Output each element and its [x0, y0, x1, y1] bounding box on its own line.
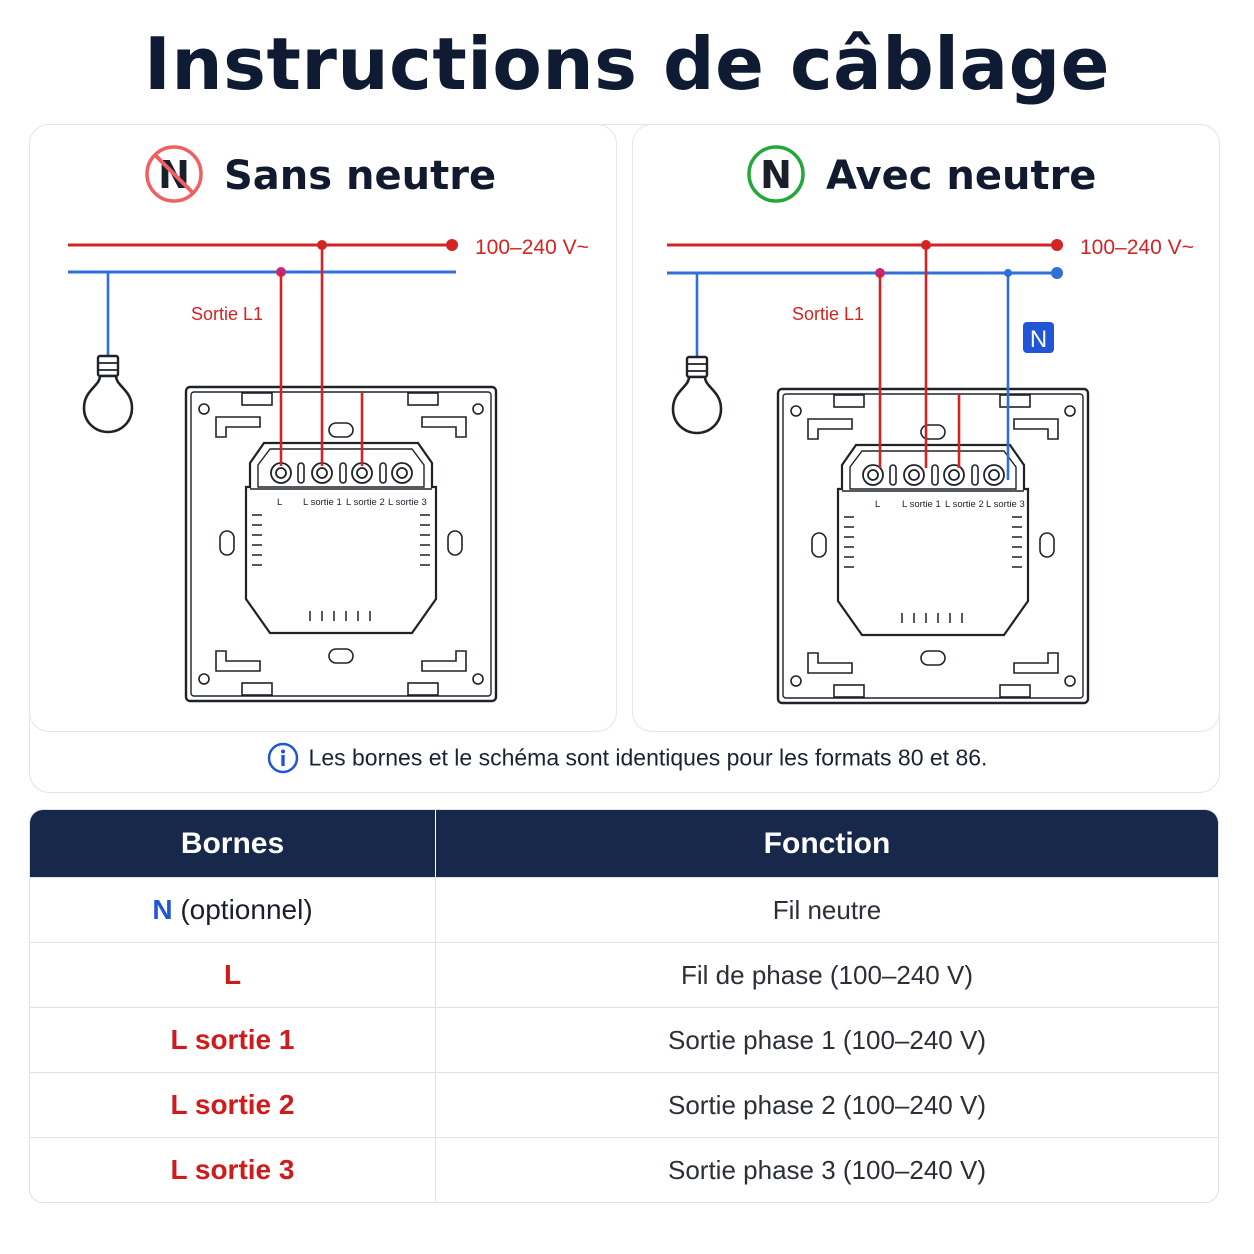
left-terminal-l2: L sortie 2	[346, 497, 385, 508]
left-voltage-label: 100–240 V~	[475, 236, 589, 259]
function-cell: Sortie phase 3 (100–240 V)	[436, 1137, 1218, 1202]
terminal-l: L	[223, 959, 242, 990]
function-cell: Fil neutre	[436, 877, 1218, 942]
header-function: Fonction	[436, 810, 1218, 877]
page-title: Instructions de câblage	[144, 22, 1110, 106]
terminal-l1: L sortie 1	[170, 1024, 295, 1055]
right-terminal-l: L	[875, 499, 880, 510]
info-note-text: Les bornes et le schéma sont identiques …	[308, 744, 988, 771]
info-note: Les bornes et le schéma sont identiques …	[0, 742, 1254, 774]
header-terminals: Bornes	[30, 810, 436, 877]
left-terminal-l3: L sortie 3	[388, 497, 427, 508]
wiring-diagrams: N Sans neutre 100–240 V~ Sortie L1 L L s…	[68, 145, 1194, 705]
terminal-cell: L sortie 2	[30, 1072, 436, 1137]
table-row: L sortie 3 Sortie phase 3 (100–240 V)	[30, 1137, 1218, 1202]
right-output-label: Sortie L1	[792, 304, 864, 324]
right-panel-heading: Avec neutre	[826, 153, 1096, 199]
table-row: L Fil de phase (100–240 V)	[30, 942, 1218, 1007]
right-terminal-l1: L sortie 1	[902, 499, 941, 510]
neutral-tag-letter: N	[1030, 326, 1047, 353]
terminal-n-optional: (optionnel)	[172, 894, 313, 925]
terminals-table: Bornes Fonction N (optionnel) Fil neutre…	[29, 809, 1219, 1203]
no-neutral-icon: N	[145, 145, 203, 203]
table-row: N (optionnel) Fil neutre	[30, 877, 1218, 942]
right-terminal-l2: L sortie 2	[945, 499, 984, 510]
info-icon	[267, 742, 298, 774]
neutral-icon-letter: N	[760, 153, 792, 197]
function-cell: Sortie phase 1 (100–240 V)	[436, 1007, 1218, 1072]
terminal-cell: L	[30, 942, 436, 1007]
right-terminal-l3: L sortie 3	[986, 499, 1025, 510]
terminal-n: N	[152, 894, 173, 925]
function-cell: Fil de phase (100–240 V)	[436, 942, 1218, 1007]
neutral-icon: N	[747, 145, 805, 203]
table-row: L sortie 2 Sortie phase 2 (100–240 V)	[30, 1072, 1218, 1137]
left-terminal-l: L	[277, 497, 282, 508]
right-voltage-label: 100–240 V~	[1080, 236, 1194, 259]
left-panel-heading: Sans neutre	[224, 153, 496, 199]
terminal-cell: L sortie 1	[30, 1007, 436, 1072]
table-row: L sortie 1 Sortie phase 1 (100–240 V)	[30, 1007, 1218, 1072]
terminal-cell: L sortie 3	[30, 1137, 436, 1202]
neutral-tag: N	[1023, 322, 1054, 353]
terminal-l3: L sortie 3	[170, 1154, 295, 1185]
function-cell: Sortie phase 2 (100–240 V)	[436, 1072, 1218, 1137]
terminal-l2: L sortie 2	[170, 1089, 295, 1120]
left-terminal-l1: L sortie 1	[303, 497, 342, 508]
terminal-cell: N (optionnel)	[30, 877, 436, 942]
left-output-label: Sortie L1	[191, 304, 263, 324]
